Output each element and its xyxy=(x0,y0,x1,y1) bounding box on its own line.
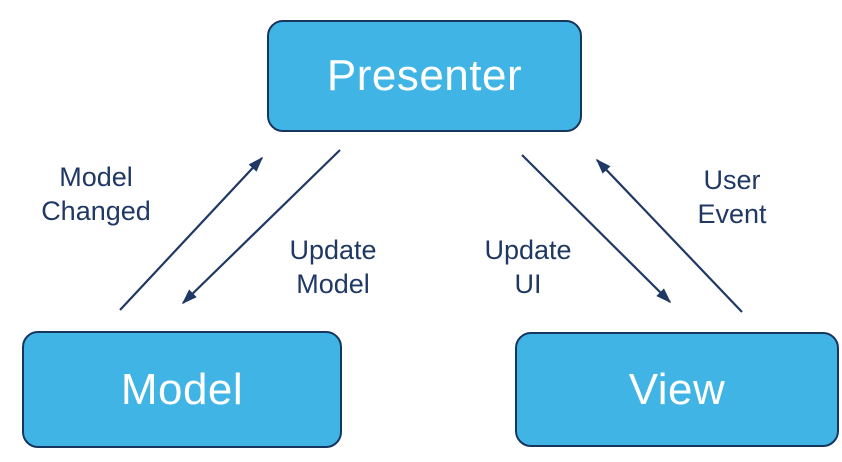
arrow-view-to-presenter xyxy=(595,158,743,313)
node-model-label: Model xyxy=(120,364,244,414)
edge-label-update-model: Update Model xyxy=(289,235,377,299)
edge-label-update-ui: Update UI xyxy=(484,235,572,299)
node-model: Model xyxy=(22,331,342,448)
arrow-model-to-presenter xyxy=(119,156,264,311)
node-view-label: View xyxy=(628,364,726,414)
node-presenter: Presenter xyxy=(267,20,582,132)
edge-label-model-changed: Model Changed xyxy=(41,162,151,226)
node-presenter-label: Presenter xyxy=(326,51,523,100)
arrow-presenter-to-model xyxy=(181,149,341,305)
edge-label-user-event: User Event xyxy=(697,165,767,229)
node-view: View xyxy=(515,332,839,447)
arrow-presenter-to-view xyxy=(521,154,672,304)
